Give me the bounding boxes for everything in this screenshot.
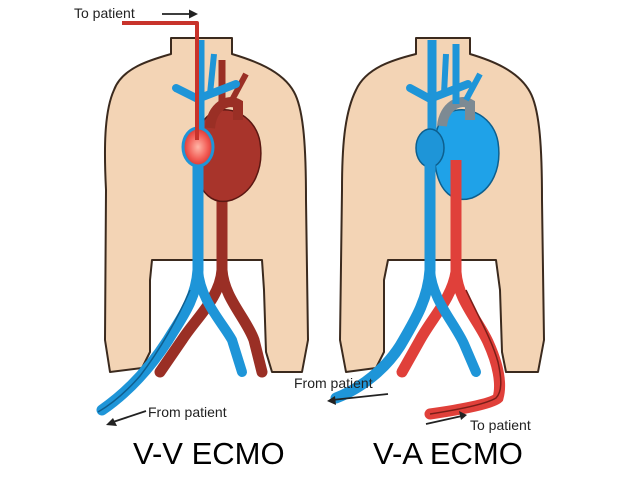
vv-aortic-arch (205, 97, 243, 129)
vv-from-patient-label: From patient (148, 404, 227, 420)
va-from-patient-arrowhead (327, 396, 336, 405)
va-carotid-artery-2 (463, 72, 483, 102)
vv-carotid-artery-2 (229, 72, 249, 102)
va-to-patient-label: To patient (470, 417, 531, 433)
vv-return-cannula (122, 21, 199, 140)
vv-drainage-cannula (97, 289, 191, 413)
va-to-patient-arrowhead (459, 411, 467, 420)
vv-ecmo-panel: To patient From patient (74, 5, 309, 426)
vv-from-patient-arrowhead (106, 418, 117, 426)
va-torso-outline (339, 37, 545, 373)
va-from-patient-label: From patient (294, 375, 373, 391)
va-to-patient-arrow (425, 415, 463, 425)
vv-jugular-branch (207, 53, 217, 95)
va-from-patient-arrow (331, 393, 389, 401)
va-ecmo-caption: V-A ECMO (373, 436, 523, 471)
vv-left-iliac-artery (216, 264, 268, 378)
vv-from-patient-arrow (109, 410, 147, 424)
va-return-cannula (429, 289, 502, 415)
va-ecmo-panel: From patient To patient (294, 37, 545, 433)
vv-torso-outline (103, 37, 309, 373)
vv-to-patient-arrowhead (189, 9, 198, 19)
vv-to-patient-label: To patient (74, 5, 135, 21)
vv-ecmo-caption: V-V ECMO (133, 436, 285, 471)
va-aortic-arch (437, 97, 475, 127)
vv-subclavian-vein-left (196, 80, 240, 102)
va-left-iliac-vein (425, 265, 481, 377)
va-jugular-branch (441, 53, 449, 95)
va-subclavian-vein-left (428, 80, 472, 102)
vv-left-iliac-vein (193, 265, 247, 377)
va-right-iliac-vein (330, 264, 436, 404)
